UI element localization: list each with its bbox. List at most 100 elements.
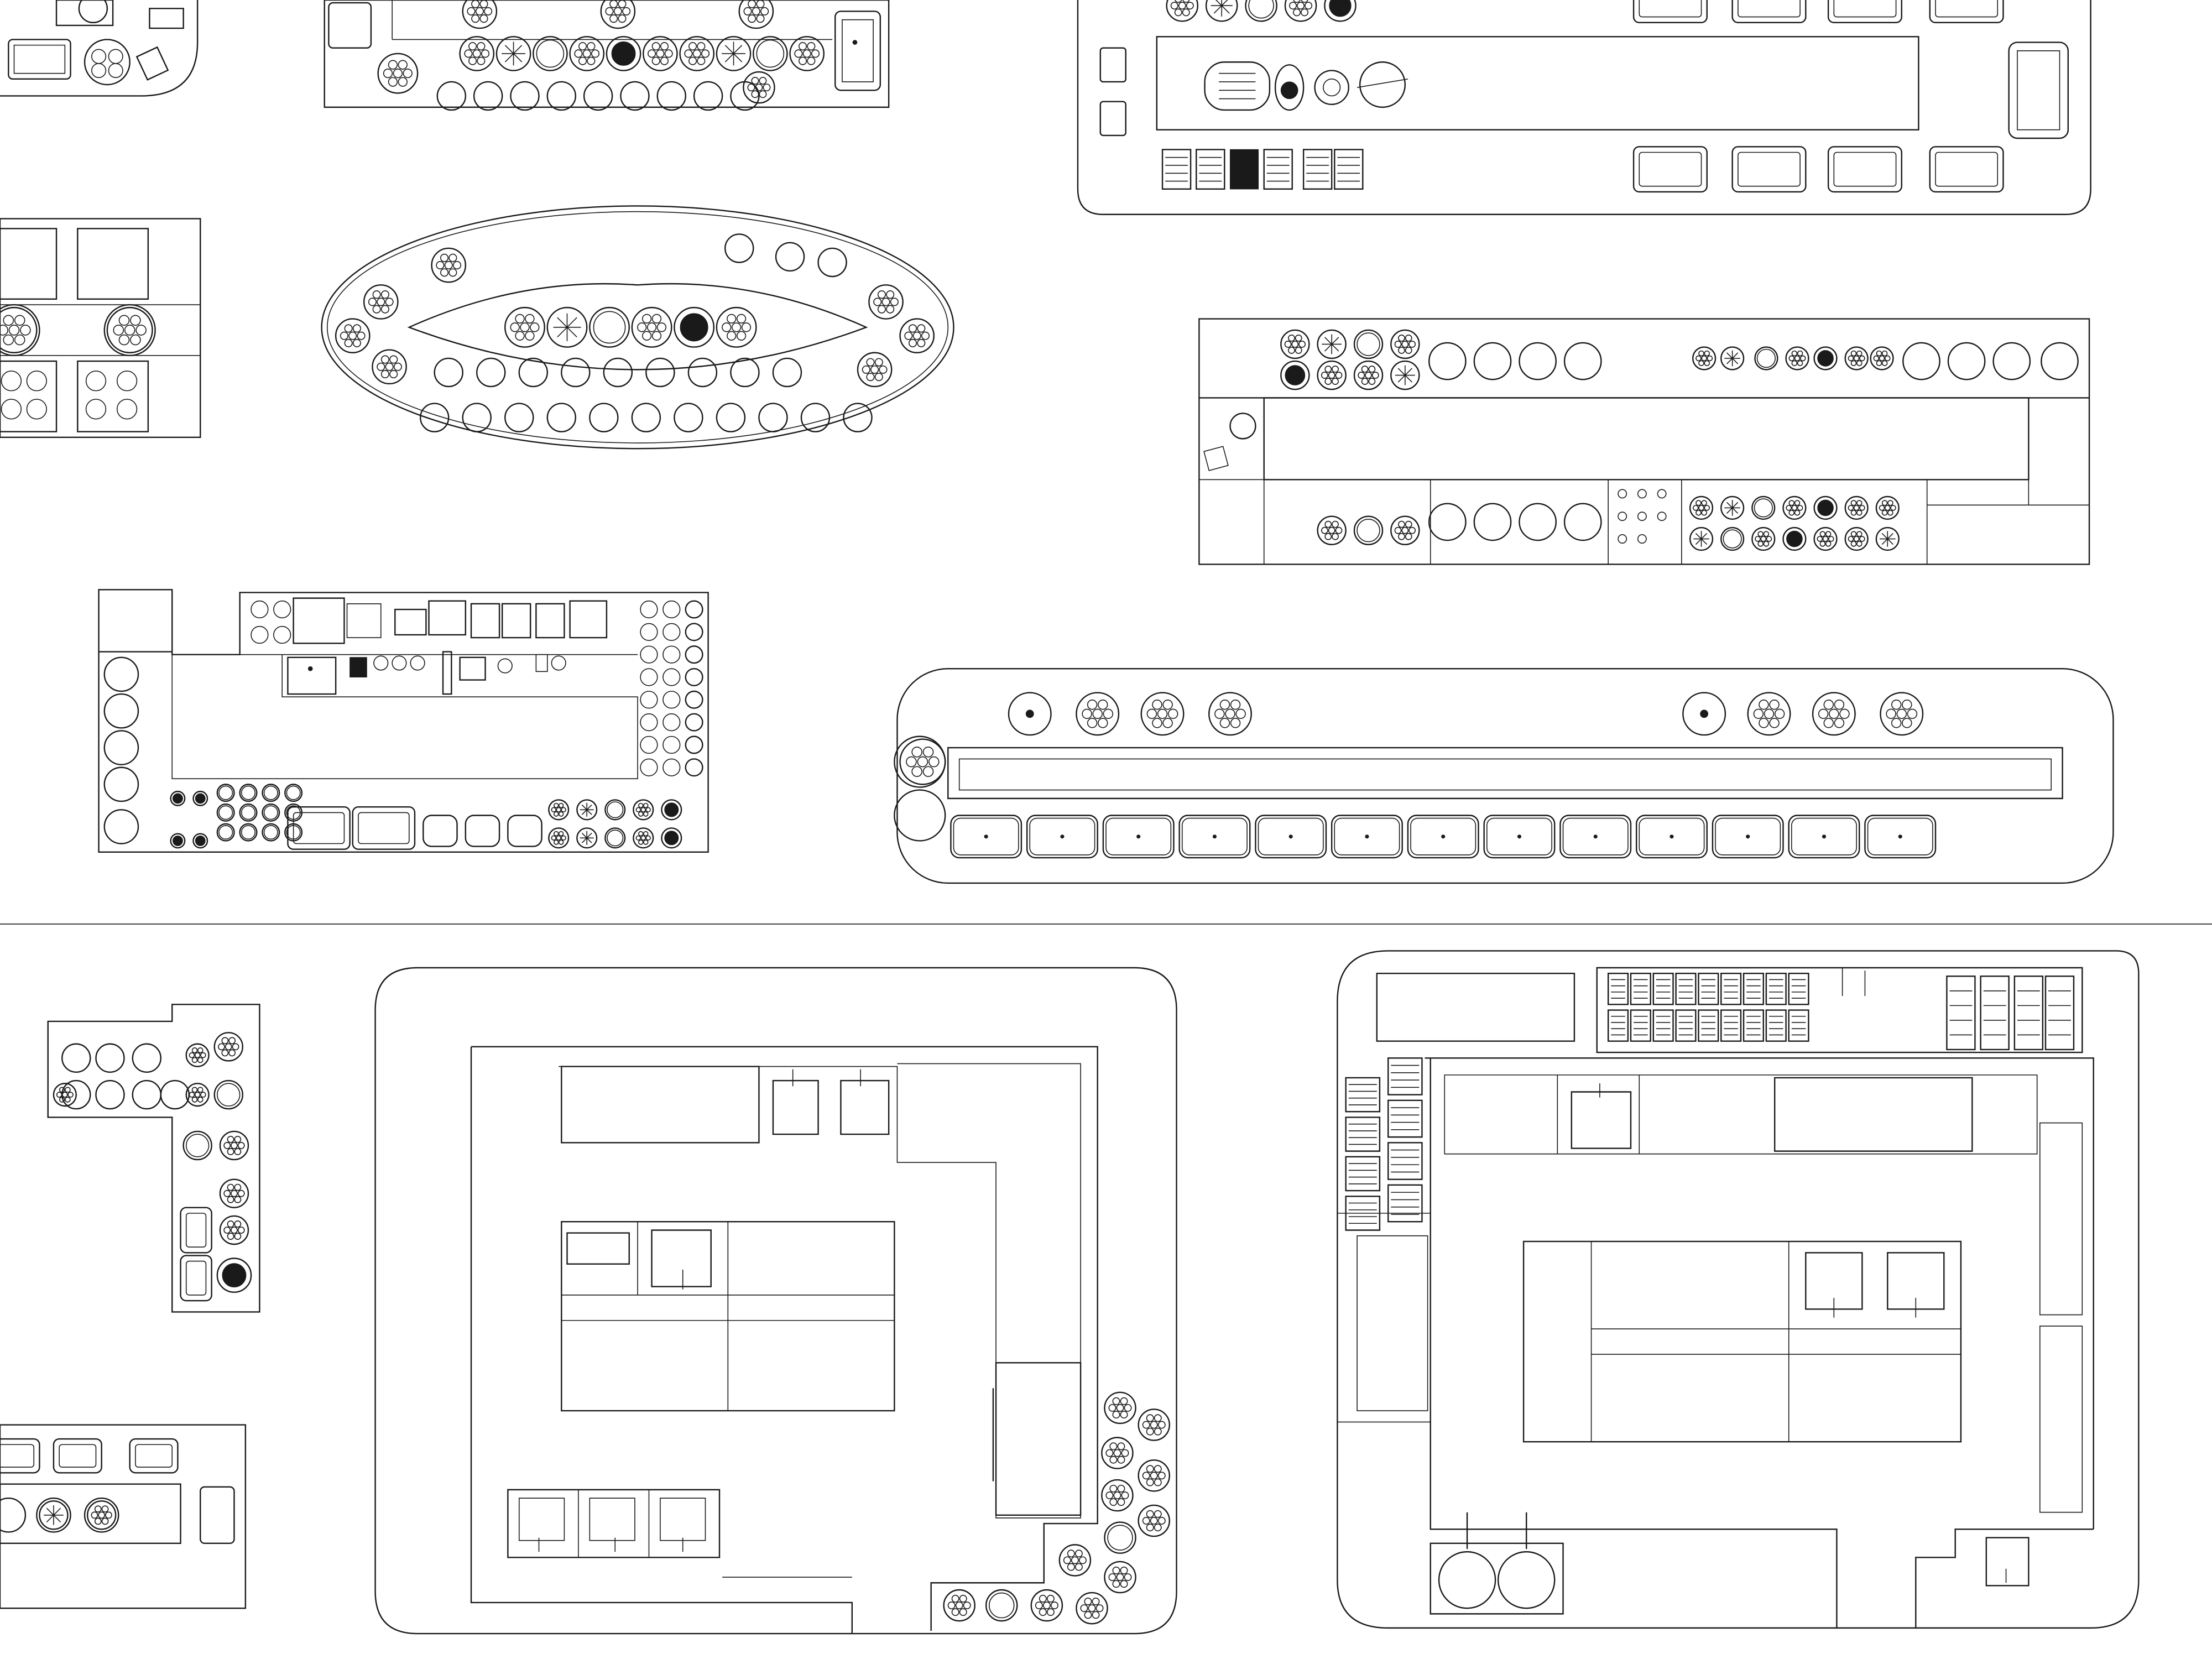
plate-icon [1318,330,1346,358]
plate-icon [717,36,750,70]
plate-icon [186,1044,209,1067]
food-tray-icon [1388,1100,1422,1137]
plate-icon [432,248,466,282]
plate-icon [1693,347,1715,370]
plate-icon [589,307,629,347]
food-tray-icon [1264,149,1292,189]
plate-icon [193,834,207,848]
plate-icon [220,1180,248,1208]
plate-icon [633,828,653,848]
plate-icon [1076,693,1119,735]
plate-icon [1783,528,1806,550]
gastronorm-pan-icon [951,815,1021,858]
plate-icon [633,800,653,820]
food-tray-icon [1653,1010,1673,1041]
food-tray-icon [1230,149,1258,189]
chafing-dish-icon [1828,147,1902,192]
plate-icon [1076,1593,1107,1624]
chafing-dish-icon [54,1439,102,1473]
food-tray-icon [1388,1185,1422,1222]
gastronorm-pan-icon [1027,815,1098,858]
buffet-station-top-center [325,0,889,110]
plate-icon [1246,0,1277,21]
food-tray-icon [1744,973,1764,1004]
plate-icon [1354,361,1383,389]
plate-icon [607,36,640,70]
plate-icon [0,307,36,353]
plate-icon [680,36,714,70]
plate-icon [378,54,418,93]
food-tray-icon [1698,973,1718,1004]
gastronorm-pan-icon [1636,815,1707,858]
plate-icon [54,1083,76,1106]
food-tray-icon [2015,976,2043,1050]
plate-icon [1139,1505,1170,1536]
plate-icon [1139,1460,1170,1491]
plate-icon [1318,361,1346,389]
plate-icon [364,285,398,319]
plate-icon [570,36,604,70]
plate-icon [1102,1480,1133,1511]
plate-icon [1845,347,1868,370]
gastronorm-pan-icon [1713,815,1783,858]
plate-icon [1683,693,1725,735]
plate-icon [1721,528,1744,550]
food-tray-icon [1744,1010,1764,1041]
plate-icon [1104,1522,1135,1553]
plate-icon [1391,361,1419,389]
chafing-dish-icon [1733,147,1806,192]
plate-icon [1845,497,1868,519]
plate-icon [217,824,234,841]
plate-icon [505,307,544,347]
plate-icon [661,828,681,848]
buffet-station-top-right [1078,0,2091,215]
food-tray-icon [1947,976,1975,1050]
food-tray-icon [1676,973,1696,1004]
plate-icon [463,0,497,28]
plate-icon [632,307,671,347]
plate-icon [1285,0,1316,21]
plate-icon [1167,0,1198,21]
plate-icon [1104,1562,1135,1593]
plate-icon [900,739,946,785]
chafing-dish-icon [1828,0,1902,23]
food-tray-icon [1303,149,1332,189]
food-tray-icon [1631,1010,1651,1041]
plate-icon [1871,347,1893,370]
food-tray-icon [1388,1058,1422,1094]
plate-icon [674,307,713,347]
plate-icon [171,834,185,848]
chafing-dish-icon [1733,0,1806,23]
plate-icon [549,828,568,848]
food-tray-icon [1789,1010,1809,1041]
chafing-dish-icon [181,1208,212,1253]
chafing-dish-icon [1930,147,2004,192]
plate-icon [1752,497,1775,519]
chafing-dish-icon [288,807,349,849]
plate-icon [215,1032,243,1061]
food-tray-icon [1766,1010,1786,1041]
chafing-dish-icon [130,1439,178,1473]
plate-icon [171,791,185,806]
plate-icon [217,804,234,821]
plate-icon [262,804,279,821]
gastronorm-pan-icon [1255,815,1326,858]
gastronorm-pan-icon [1789,815,1860,858]
buffet-station-left-middle [0,218,200,437]
sink-icon [288,658,336,694]
gastronorm-pan-icon [1560,815,1631,858]
plate-icon [460,36,494,70]
plate-icon [1690,497,1713,519]
plate-icon [1755,347,1777,370]
plate-icon [220,1216,248,1244]
food-tray-icon [1608,1010,1628,1041]
plate-icon [285,784,302,801]
plate-icon [1814,347,1837,370]
plate-icon [1748,693,1791,735]
plate-icon [1209,693,1251,735]
plate-icon [1690,528,1713,550]
plate-icon [605,800,625,820]
plate-icon [1814,497,1837,519]
gastronorm-pan-icon [1332,815,1402,858]
food-tray-icon [1721,973,1741,1004]
